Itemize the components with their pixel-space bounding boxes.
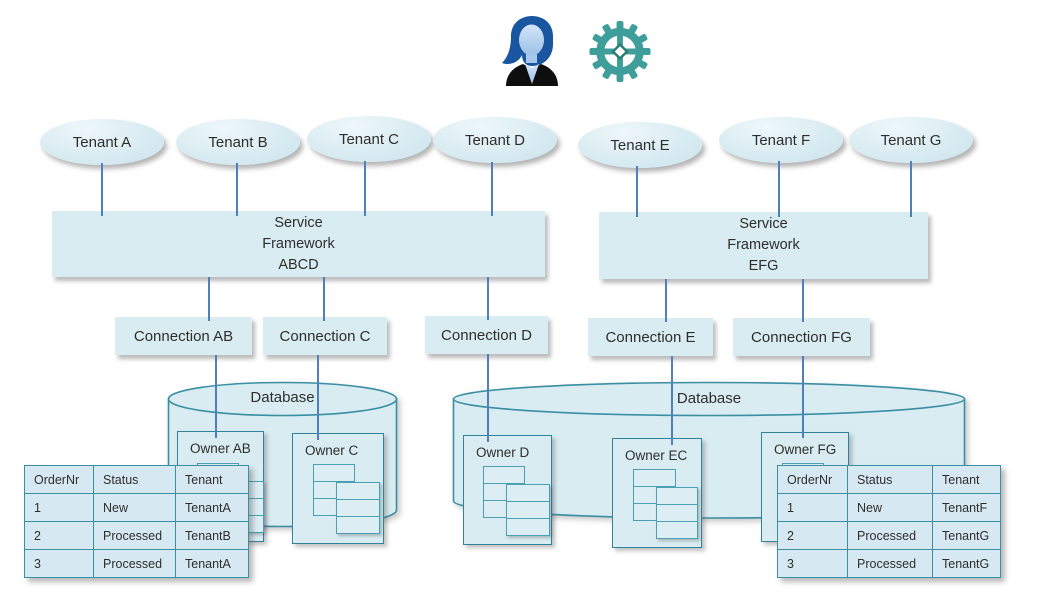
table-row: 3 Processed TenantG bbox=[777, 549, 1001, 578]
cell-status: New bbox=[847, 493, 933, 522]
tenant-ellipse-f: Tenant F bbox=[719, 117, 843, 163]
owner-label: Owner C bbox=[305, 443, 359, 458]
cell-tenant: TenantG bbox=[932, 549, 1001, 578]
cell-ordernr: 2 bbox=[777, 521, 848, 550]
connector-line bbox=[323, 277, 325, 321]
owner-label: Owner AB bbox=[190, 441, 251, 456]
tenant-ellipse-c: Tenant C bbox=[307, 116, 431, 162]
table-row: 1 New TenantF bbox=[777, 493, 1001, 522]
table-header-row: OrderNr Status Tenant bbox=[24, 465, 249, 494]
owner-c-box: Owner C bbox=[292, 433, 384, 544]
tenant-ellipse-b: Tenant B bbox=[176, 119, 300, 165]
cell-ordernr: 2 bbox=[24, 521, 94, 550]
connector-line bbox=[487, 277, 489, 320]
table-row: 1 New TenantA bbox=[24, 493, 249, 522]
record-stack-icon bbox=[506, 484, 550, 536]
cell-tenant: TenantG bbox=[932, 521, 1001, 550]
connector-line bbox=[364, 161, 366, 216]
cell-status: Processed bbox=[847, 521, 933, 550]
cell-ordernr: 3 bbox=[777, 549, 848, 578]
owner-label: Owner FG bbox=[774, 442, 837, 457]
owner-label: Owner EC bbox=[625, 448, 688, 463]
connector-line bbox=[208, 277, 210, 321]
tenant-label: Tenant F bbox=[751, 131, 811, 149]
tenant-label: Tenant B bbox=[208, 133, 268, 151]
orders-table-right: OrderNr Status Tenant 1 New TenantF 2 Pr… bbox=[777, 465, 1001, 578]
connector-line bbox=[636, 166, 638, 217]
table-row: 3 Processed TenantA bbox=[24, 549, 249, 578]
tenant-ellipse-g: Tenant G bbox=[849, 117, 973, 163]
tenant-label: Tenant E bbox=[610, 136, 670, 154]
connector-line bbox=[802, 356, 804, 438]
orders-table-left: OrderNr Status Tenant 1 New TenantA 2 Pr… bbox=[24, 465, 249, 578]
service-framework-abcd-box: Service Framework ABCD bbox=[52, 211, 545, 277]
service-framework-efg-box: Service Framework EFG bbox=[599, 212, 928, 279]
cell-status: New bbox=[93, 493, 176, 522]
column-header: OrderNr bbox=[24, 465, 94, 494]
connector-line bbox=[236, 163, 238, 216]
connector-line bbox=[101, 163, 103, 216]
connection-e-box: Connection E bbox=[588, 318, 713, 356]
connector-line bbox=[487, 354, 489, 442]
column-header: Status bbox=[847, 465, 933, 494]
cell-tenant: TenantF bbox=[932, 493, 1001, 522]
tenant-label: Tenant C bbox=[338, 130, 400, 148]
tenant-ellipse-d: Tenant D bbox=[433, 117, 557, 163]
connection-c-box: Connection C bbox=[263, 317, 387, 355]
database-label-right: Database bbox=[676, 390, 742, 407]
tenant-ellipse-a: Tenant A bbox=[40, 119, 164, 165]
column-header: Tenant bbox=[932, 465, 1001, 494]
connection-d-box: Connection D bbox=[425, 316, 548, 354]
record-stack-icon bbox=[336, 482, 380, 534]
cell-tenant: TenantB bbox=[175, 521, 249, 550]
table-row: 2 Processed TenantG bbox=[777, 521, 1001, 550]
business-woman-icon bbox=[500, 16, 564, 86]
gear-icon bbox=[588, 20, 652, 83]
table-row: 2 Processed TenantB bbox=[24, 521, 249, 550]
owner-d-box: Owner D bbox=[463, 435, 552, 545]
connector-line bbox=[665, 279, 667, 322]
owner-label: Owner D bbox=[476, 445, 530, 460]
cell-ordernr: 3 bbox=[24, 549, 94, 578]
tenant-label: Tenant D bbox=[464, 131, 526, 149]
connection-fg-box: Connection FG bbox=[733, 318, 870, 356]
record-stack-icon bbox=[656, 487, 698, 539]
column-header: OrderNr bbox=[777, 465, 848, 494]
tenant-label: Tenant G bbox=[880, 131, 942, 149]
connector-line bbox=[491, 162, 493, 216]
cell-status: Processed bbox=[847, 549, 933, 578]
database-label-left: Database bbox=[250, 389, 315, 406]
owner-ec-box: Owner EC bbox=[612, 438, 702, 548]
tenant-ellipse-e: Tenant E bbox=[578, 122, 702, 168]
cell-status: Processed bbox=[93, 521, 176, 550]
connector-line bbox=[671, 356, 673, 445]
cell-ordernr: 1 bbox=[777, 493, 848, 522]
connector-line bbox=[910, 161, 912, 217]
cell-tenant: TenantA bbox=[175, 549, 249, 578]
connector-line bbox=[317, 355, 319, 440]
connector-line bbox=[778, 161, 780, 217]
tenant-label: Tenant A bbox=[72, 133, 132, 151]
cell-status: Processed bbox=[93, 549, 176, 578]
connector-line bbox=[215, 355, 217, 438]
cell-ordernr: 1 bbox=[24, 493, 94, 522]
column-header: Tenant bbox=[175, 465, 249, 494]
column-header: Status bbox=[93, 465, 176, 494]
connection-ab-box: Connection AB bbox=[115, 317, 252, 355]
connector-line bbox=[802, 279, 804, 322]
table-header-row: OrderNr Status Tenant bbox=[777, 465, 1001, 494]
cell-tenant: TenantA bbox=[175, 493, 249, 522]
